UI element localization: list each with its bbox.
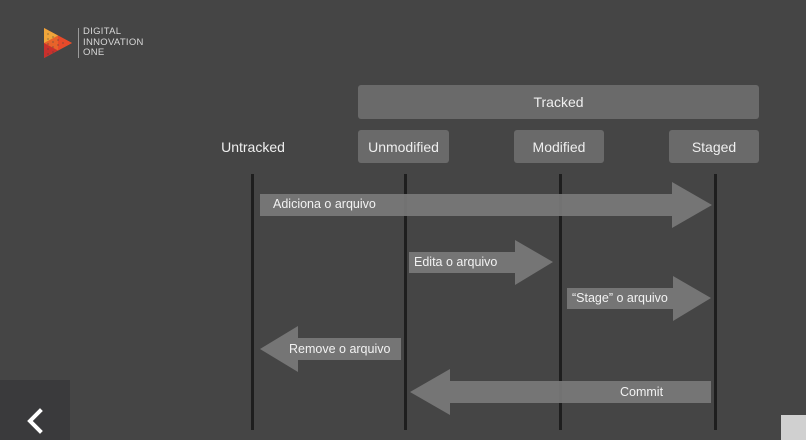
chevron-left-icon [27,408,43,434]
brand-line-1: DIGITAL [83,26,122,37]
play-triangle-logo-icon [44,28,72,58]
transition-label-stage: “Stage” o arquivo [572,291,668,305]
arrow-commit [410,369,711,415]
brand-line-3: ONE [83,47,105,58]
arrow-edita [409,240,553,285]
transition-label-commit: Commit [620,385,664,399]
arrow-remove [260,326,401,372]
brand-logo: DIGITAL INNOVATION ONE [42,26,172,62]
logo-divider [78,28,79,58]
arrow-adiciona [260,182,712,228]
brand-name: DIGITAL INNOVATION ONE [83,26,144,59]
arrow-stage [567,276,711,321]
transition-label-remove: Remove o arquivo [289,342,391,356]
state-unmodified: Unmodified [358,130,449,163]
state-modified: Modified [514,130,604,163]
lifeline-unmodified [404,174,407,430]
brand-line-2: INNOVATION [83,36,144,48]
lifeline-staged [714,174,717,430]
corner-control[interactable] [781,415,806,440]
transition-label-adiciona: Adiciona o arquivo [273,197,376,211]
transition-label-edita: Edita o arquivo [414,255,498,269]
state-staged: Staged [669,130,759,163]
state-untracked: Untracked [221,138,285,155]
previous-slide-button[interactable] [0,380,70,440]
tracked-group-label: Tracked [358,85,759,119]
lifeline-modified [559,174,562,430]
lifeline-untracked [251,174,254,430]
